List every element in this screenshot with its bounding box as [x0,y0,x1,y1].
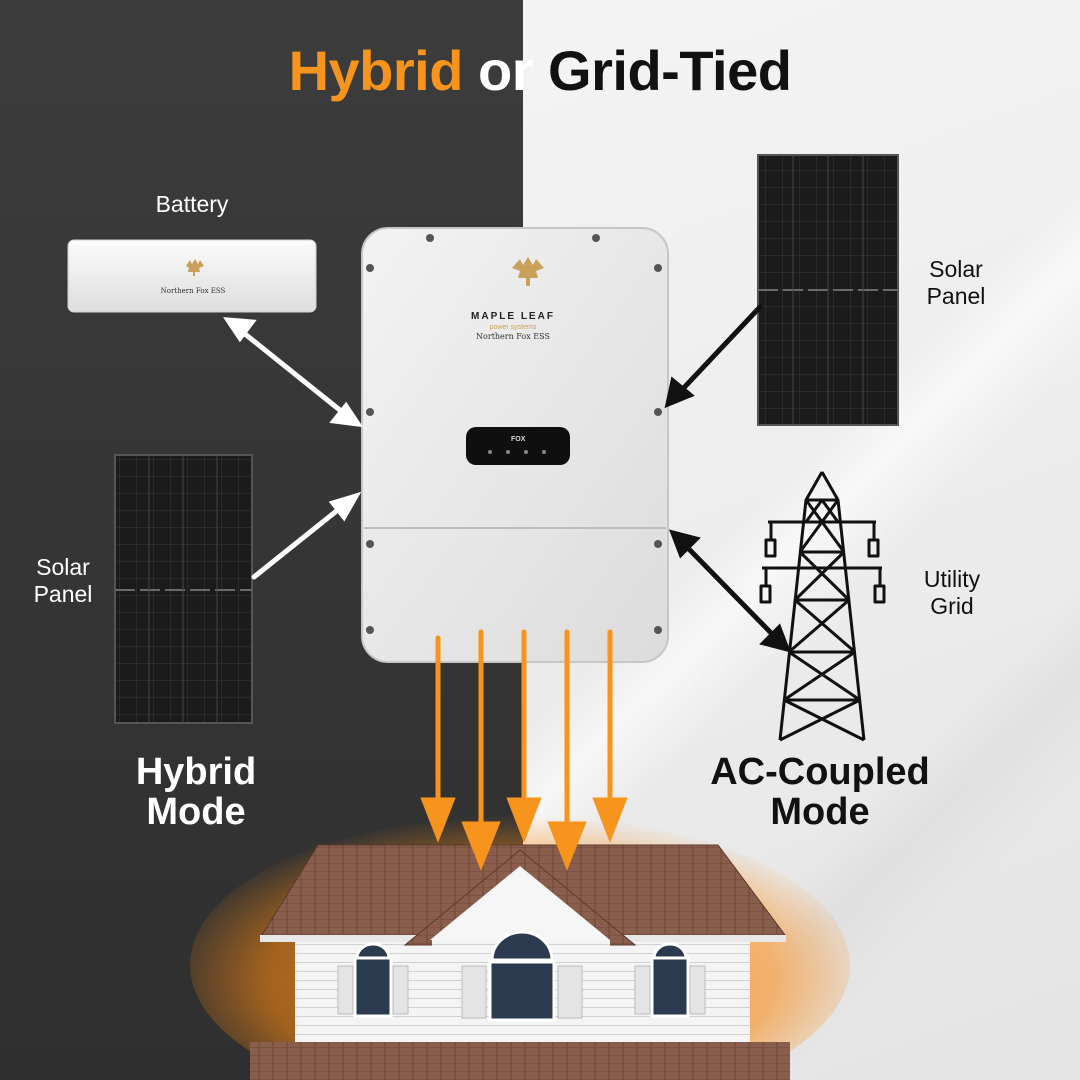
orange-arrow-4 [547,629,587,871]
title-hybrid: Hybrid [288,39,464,102]
battery-label: Battery [155,191,229,217]
solar-panel-right-label: Solar Panel [900,256,1012,310]
inverter-display-brand: FOX [511,436,526,443]
ac-coupled-line2: Mode [770,791,870,833]
page-title: Hybrid or Grid-Tied [0,38,1080,103]
solar-panel-left [114,454,253,724]
utility-line2: Grid [930,593,974,619]
left-solar-arrow [251,491,362,580]
hybrid-inverter: MAPLE LEAF power systems Northern Fox ES… [361,227,669,663]
logo-maple-leaf: MAPLE LEAF [471,311,555,322]
maple-leaf-logo-icon [512,257,544,286]
utility-grid-label: Utility Grid [896,566,1008,620]
ac-coupled-mode-label: AC-Coupled Mode [690,752,950,832]
solar-panel-right [757,154,899,426]
orange-arrow-2 [461,629,501,871]
battery-inverter-arrow [223,317,364,428]
maple-leaf-icon [186,259,204,276]
grid-inverter-arrow [668,529,792,653]
logo-northern-fox: Northern Fox ESS [476,332,550,341]
solar-left-line2: Panel [33,581,93,607]
logo-power-systems: power systems [490,324,537,331]
solar-right-line1: Solar [929,256,983,282]
solar-left-line1: Solar [36,554,90,580]
title-or: or [477,39,534,102]
ac-coupled-line1: AC-Coupled [710,751,930,793]
utility-line1: Utility [923,566,981,592]
orange-arrow-1 [420,635,456,843]
hybrid-mode-line2: Mode [146,791,246,833]
solar-panel-left-label: Solar Panel [8,554,118,608]
power-flow-arrows [420,629,628,871]
battery-brand-mark: Northern Fox ESS [161,287,226,295]
orange-arrow-3 [506,629,542,843]
orange-arrow-5 [592,629,628,843]
connection-arrows [223,304,792,653]
transmission-tower [759,471,886,742]
inverter-display [466,427,570,465]
battery-unit: Northern Fox ESS [67,239,317,313]
title-grid-tied: Grid-Tied [548,39,792,102]
hybrid-mode-label: Hybrid Mode [96,752,296,832]
house [250,844,790,1080]
solar-right-line2: Panel [926,283,986,309]
hybrid-mode-line1: Hybrid [135,751,257,793]
right-solar-arrow [664,304,763,409]
